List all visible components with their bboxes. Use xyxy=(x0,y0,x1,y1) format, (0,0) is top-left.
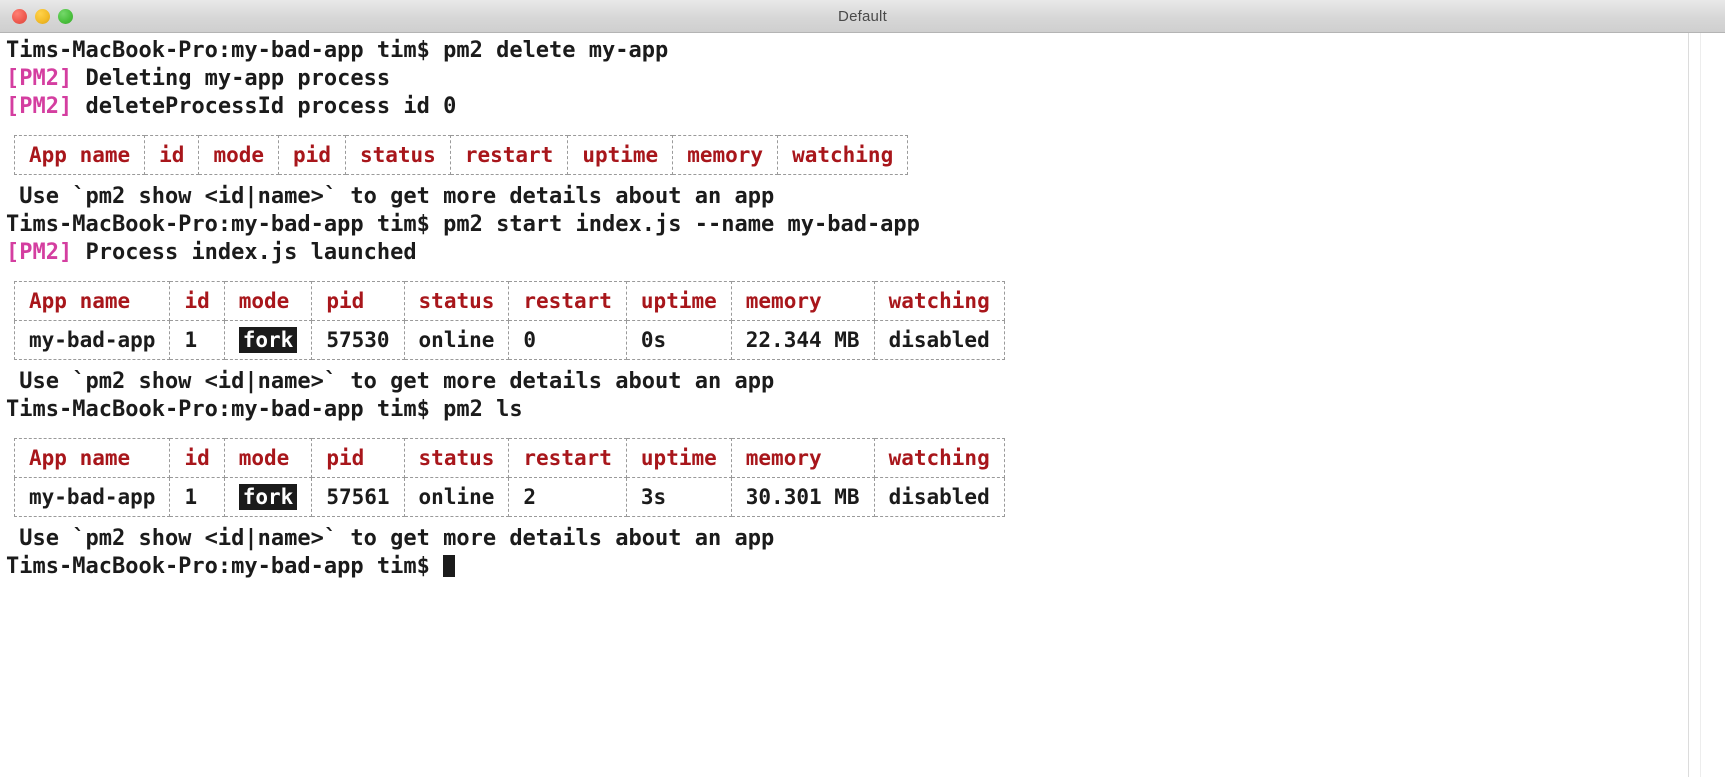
th-mode: mode xyxy=(223,281,313,321)
pm2-tag: [PM2] xyxy=(6,94,73,119)
terminal-line-deleting: [PM2] Deleting my-app process xyxy=(0,65,1725,93)
th-id: id xyxy=(169,281,225,321)
window-controls xyxy=(12,0,73,33)
th-mode: mode xyxy=(223,438,313,478)
table-header-row: App name id mode pid status restart upti… xyxy=(13,438,1005,478)
terminal-line-command-ls: Tims-MacBook-Pro:my-bad-app tim$ pm2 ls xyxy=(0,396,1725,424)
spacer xyxy=(0,517,1725,525)
spacer xyxy=(0,360,1725,368)
th-uptime: uptime xyxy=(625,438,732,478)
terminal-line-launched: [PM2] Process index.js launched xyxy=(0,239,1725,267)
pm2-table-empty: App name id mode pid status restart upti… xyxy=(13,135,909,175)
table-row: my-bad-app 1 fork 57561 online 2 3s 30.3… xyxy=(13,477,1005,517)
th-uptime: uptime xyxy=(625,281,732,321)
terminal-line-command-delete: Tims-MacBook-Pro:my-bad-app tim$ pm2 del… xyxy=(0,37,1725,65)
th-watching: watching xyxy=(873,438,1005,478)
cell-app-name: my-bad-app xyxy=(13,320,171,360)
command-delete-text: pm2 delete my-app xyxy=(443,38,669,63)
th-status: status xyxy=(344,135,451,175)
launched-message: Process index.js launched xyxy=(72,240,417,265)
spacer xyxy=(0,267,1725,281)
th-watching: watching xyxy=(873,281,1005,321)
cell-status: online xyxy=(403,320,510,360)
cell-id: 1 xyxy=(169,320,225,360)
terminal-line-hint-2: Use `pm2 show <id|name>` to get more det… xyxy=(6,369,775,394)
cell-memory: 22.344 MB xyxy=(730,320,875,360)
th-pid: pid xyxy=(311,281,405,321)
spacer xyxy=(0,121,1725,135)
th-pid: pid xyxy=(278,135,346,175)
th-memory: memory xyxy=(672,135,779,175)
th-uptime: uptime xyxy=(567,135,674,175)
th-app-name: App name xyxy=(13,135,146,175)
th-restart: restart xyxy=(508,281,627,321)
terminal-line-active-prompt[interactable]: Tims-MacBook-Pro:my-bad-app tim$ xyxy=(0,553,1725,581)
pm2-tag: [PM2] xyxy=(6,66,73,91)
command-start-text: pm2 start index.js --name my-bad-app xyxy=(443,212,920,237)
cell-restart: 0 xyxy=(508,320,627,360)
th-id: id xyxy=(144,135,200,175)
text-cursor xyxy=(443,555,456,577)
th-memory: memory xyxy=(730,438,875,478)
th-app-name: App name xyxy=(13,281,171,321)
cell-pid: 57530 xyxy=(311,320,405,360)
cell-status: online xyxy=(403,477,510,517)
th-app-name: App name xyxy=(13,438,171,478)
prompt-text: Tims-MacBook-Pro:my-bad-app tim$ xyxy=(6,554,444,579)
mode-badge: fork xyxy=(238,484,298,510)
terminal-line-hint-3: Use `pm2 show <id|name>` to get more det… xyxy=(6,526,775,551)
cell-pid: 57561 xyxy=(311,477,405,517)
terminal-right-divider-2 xyxy=(1700,33,1701,777)
th-restart: restart xyxy=(508,438,627,478)
th-watching: watching xyxy=(777,135,909,175)
cell-restart: 2 xyxy=(508,477,627,517)
window-title: Default xyxy=(838,8,887,25)
cell-memory: 30.301 MB xyxy=(730,477,875,517)
prompt-text: Tims-MacBook-Pro:my-bad-app tim$ xyxy=(6,212,444,237)
th-status: status xyxy=(403,281,510,321)
th-memory: memory xyxy=(730,281,875,321)
th-restart: restart xyxy=(449,135,569,175)
delete-id-message: deleteProcessId process id 0 xyxy=(72,94,457,119)
terminal-line-delete-id: [PM2] deleteProcessId process id 0 xyxy=(0,93,1725,121)
cell-uptime: 3s xyxy=(625,477,732,517)
terminal-right-divider xyxy=(1688,33,1689,777)
window-titlebar[interactable]: Default xyxy=(0,0,1725,33)
close-button[interactable] xyxy=(12,9,27,24)
prompt-text: Tims-MacBook-Pro:my-bad-app tim$ xyxy=(6,38,444,63)
terminal-line-command-start: Tims-MacBook-Pro:my-bad-app tim$ pm2 sta… xyxy=(0,211,1725,239)
prompt-text: Tims-MacBook-Pro:my-bad-app tim$ xyxy=(6,397,444,422)
table-header-row: App name id mode pid status restart upti… xyxy=(13,135,909,175)
cell-watching: disabled xyxy=(873,477,1005,517)
pm2-table-after-start: App name id mode pid status restart upti… xyxy=(13,281,1005,360)
minimize-button[interactable] xyxy=(35,9,50,24)
terminal-line-hint-1: Use `pm2 show <id|name>` to get more det… xyxy=(6,184,775,209)
spacer xyxy=(0,175,1725,183)
cell-id: 1 xyxy=(169,477,225,517)
cell-mode: fork xyxy=(223,320,313,360)
th-pid: pid xyxy=(311,438,405,478)
cell-uptime: 0s xyxy=(625,320,732,360)
cell-app-name: my-bad-app xyxy=(13,477,171,517)
table-row: my-bad-app 1 fork 57530 online 0 0s 22.3… xyxy=(13,320,1005,360)
th-mode: mode xyxy=(198,135,280,175)
deleting-message: Deleting my-app process xyxy=(72,66,391,91)
table-header-row: App name id mode pid status restart upti… xyxy=(13,281,1005,321)
terminal-content[interactable]: Tims-MacBook-Pro:my-bad-app tim$ pm2 del… xyxy=(0,33,1725,777)
cell-watching: disabled xyxy=(873,320,1005,360)
maximize-button[interactable] xyxy=(58,9,73,24)
spacer xyxy=(0,424,1725,438)
th-status: status xyxy=(403,438,510,478)
command-ls-text: pm2 ls xyxy=(443,397,523,422)
pm2-table-ls: App name id mode pid status restart upti… xyxy=(13,438,1005,517)
cell-mode: fork xyxy=(223,477,313,517)
pm2-tag: [PM2] xyxy=(6,240,73,265)
mode-badge: fork xyxy=(238,327,298,353)
th-id: id xyxy=(169,438,225,478)
